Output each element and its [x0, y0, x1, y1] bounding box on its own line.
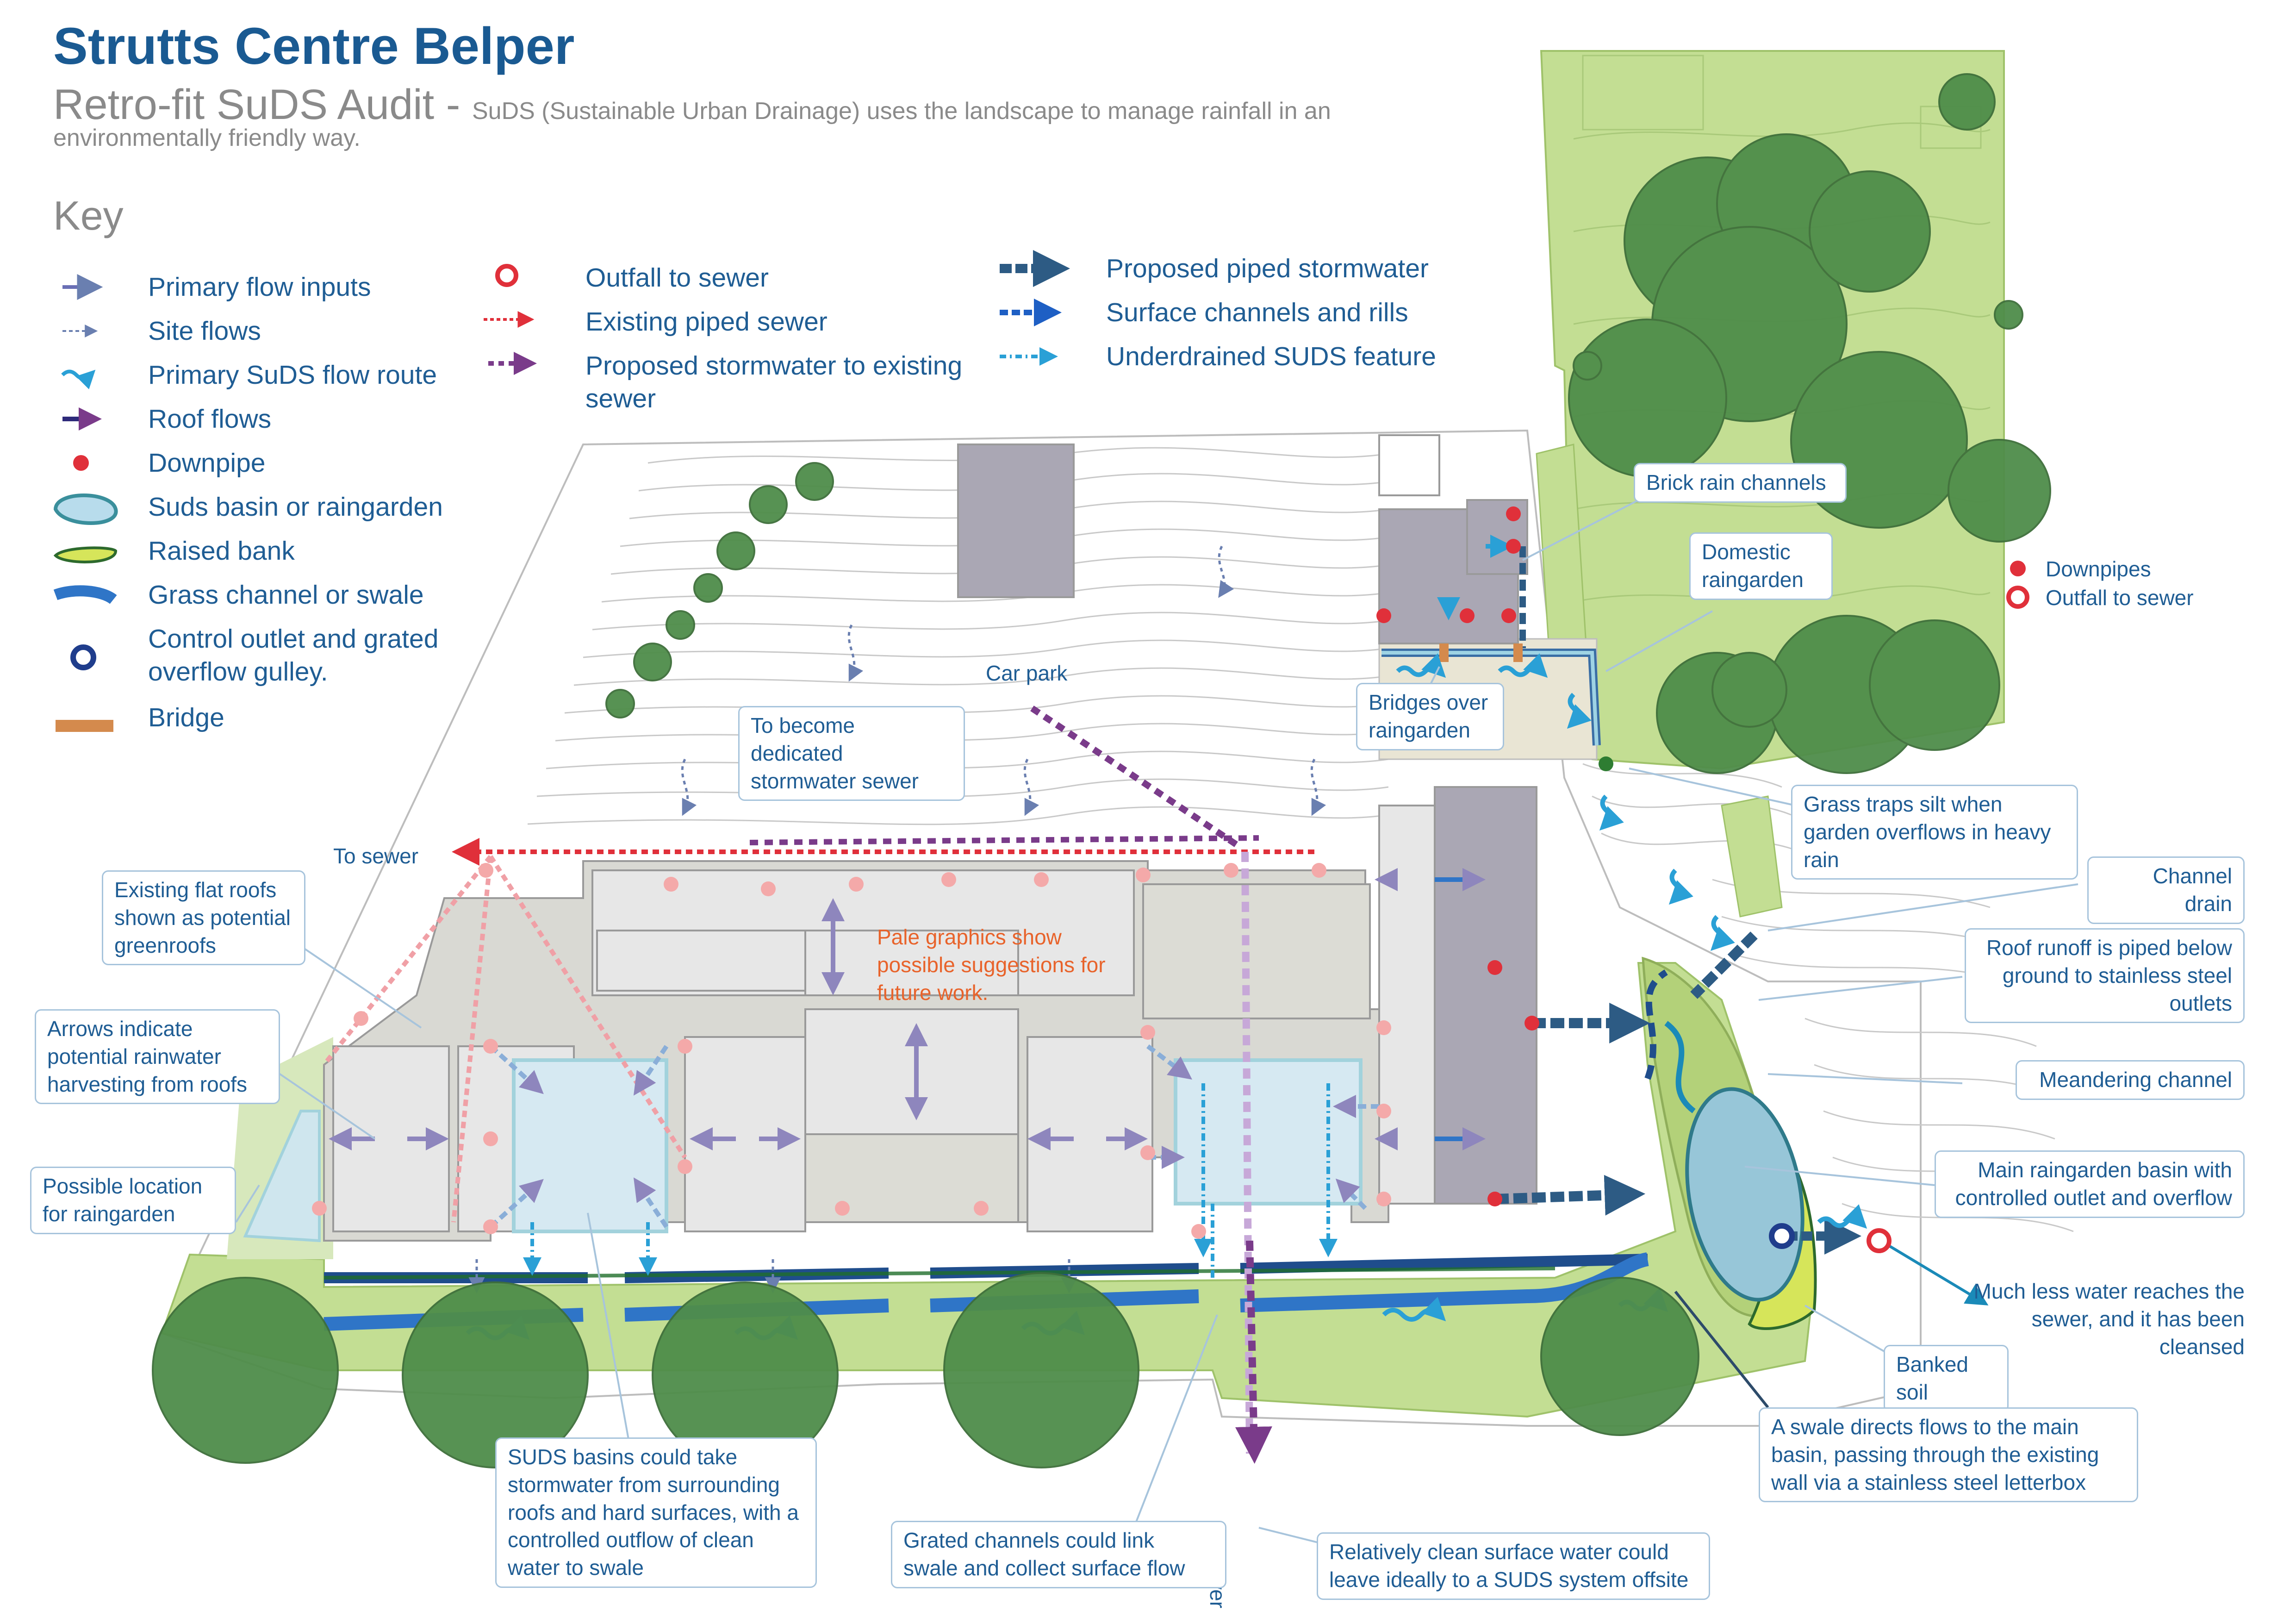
key-grass-channel: Grass channel or swale	[148, 580, 424, 610]
bridge	[1439, 643, 1449, 662]
key-downpipe: Downpipe	[148, 448, 266, 478]
suds-basin-west	[512, 1058, 668, 1233]
bridge	[1513, 643, 1523, 662]
main-basin	[1685, 1087, 1804, 1302]
suds-basin-east	[1174, 1058, 1363, 1206]
key-raised-bank: Raised bank	[148, 536, 295, 566]
brick-rain-channels	[1381, 546, 1601, 746]
basin-icon	[53, 493, 118, 525]
bridge-icon	[56, 720, 113, 732]
proposed-stormwater	[749, 706, 1272, 1464]
subtitle-lead: Retro-fit SuDS Audit -	[53, 81, 472, 128]
swale-icon	[53, 585, 117, 604]
key-underdrained-suds: Underdrained SUDS feature	[1106, 342, 1436, 371]
key-primary-flow-inputs: Primary flow inputs	[148, 272, 371, 302]
callout-bridges-over-raingarden: Bridges over raingarden	[1356, 683, 1504, 750]
roof-flow-arrows	[329, 868, 1486, 1150]
callout-existing-flat-roofs: Existing flat roofs shown as potential g…	[102, 870, 305, 966]
grass-trap-outlet	[1599, 756, 1613, 771]
key-symbols	[53, 250, 2029, 732]
callout-grass-traps: Grass traps silt when garden overflows i…	[1791, 785, 2078, 880]
downpipes-pale	[312, 863, 1391, 1239]
underdrained-suds	[523, 1083, 1338, 1276]
outfall-to-sewer-label: Outfall to sewer	[2046, 586, 2194, 610]
key-heading: Key	[53, 193, 124, 238]
downpipe-dot-icon	[73, 455, 89, 471]
key-proposed-stormwater: Proposed stormwater to existing sewer	[585, 351, 963, 414]
downpipe-dot-icon	[2010, 561, 2026, 576]
key-outfall-to-sewer: Outfall to sewer	[585, 263, 769, 293]
key-surface-channels: Surface channels and rills	[1106, 298, 1408, 327]
key-primary-suds-flow: Primary SuDS flow route	[148, 360, 437, 390]
downpipes	[1376, 506, 1539, 1206]
callout-roof-runoff: Roof runoff is piped below ground to sta…	[1965, 928, 2245, 1024]
outfall-to-sewer	[1867, 1228, 1892, 1253]
callout-leaders	[235, 494, 2078, 1547]
callout-grated-channels: Grated channels could link swale and col…	[891, 1521, 1226, 1588]
outfall-icon	[495, 264, 518, 287]
callout-relatively-clean: Relatively clean surface water could lea…	[1317, 1532, 1710, 1600]
key-bridge: Bridge	[148, 703, 224, 732]
page-subtitle: Retro-fit SuDS Audit - SuDS (Sustainable…	[53, 83, 1372, 150]
pale-graphics-note: Pale graphics show possible suggestions …	[877, 925, 1106, 1005]
callout-brick-rain-channels: Brick rain channels	[1634, 463, 1847, 503]
outfall-icon	[2006, 586, 2029, 609]
much-less-water-label: Much less water reaches the sewer, and i…	[1973, 1279, 2245, 1359]
key-existing-piped-sewer: Existing piped sewer	[585, 307, 828, 337]
banked-soil-label: Banked soil	[1884, 1345, 2009, 1412]
callout-arrows-rainwater: Arrows indicate potential rainwater harv…	[35, 1009, 280, 1105]
car-park-label: Car park	[986, 661, 1068, 685]
key-control-outlet: Control outlet and grated overflow gulle…	[148, 624, 439, 687]
callout-main-raingarden: Main raingarden basin with controlled ou…	[1935, 1150, 2245, 1218]
callout-swale-directs: A swale directs flows to the main basin,…	[1759, 1407, 2138, 1503]
to-sewer-label: To sewer	[333, 844, 419, 868]
key-suds-basin: Suds basin or raingarden	[148, 492, 443, 522]
control-outlet-icon	[70, 644, 96, 670]
existing-piped-sewer	[322, 838, 1314, 1223]
callout-domestic-raingarden: Domestic raingarden	[1689, 532, 1833, 600]
page-title: Strutts Centre Belper	[53, 17, 575, 75]
downpipes-label: Downpipes	[2046, 557, 2151, 581]
callout-meandering-channel: Meandering channel	[2016, 1060, 2245, 1100]
control-outlet	[1769, 1223, 1795, 1249]
wave-arrow-icon	[61, 369, 96, 390]
callout-suds-basins: SUDS basins could take stormwater from s…	[495, 1437, 817, 1588]
callout-dedicated-stormwater: To become dedicated stormwater sewer	[738, 706, 965, 801]
callout-channel-drain: Channel drain	[2087, 856, 2245, 924]
key-roof-flows: Roof flows	[148, 404, 272, 434]
key-proposed-piped-stormwater: Proposed piped stormwater	[1106, 254, 1429, 283]
proposed-piped-stormwater	[1494, 931, 1989, 1305]
raised-bank-icon	[53, 546, 118, 563]
possible-raingarden-basin	[243, 1110, 321, 1243]
subtitle-text: SuDS (Sustainable Urban Drainage) uses t…	[53, 98, 1331, 151]
callout-possible-location: Possible location for raingarden	[30, 1167, 236, 1234]
key-site-flows: Site flows	[148, 316, 261, 346]
